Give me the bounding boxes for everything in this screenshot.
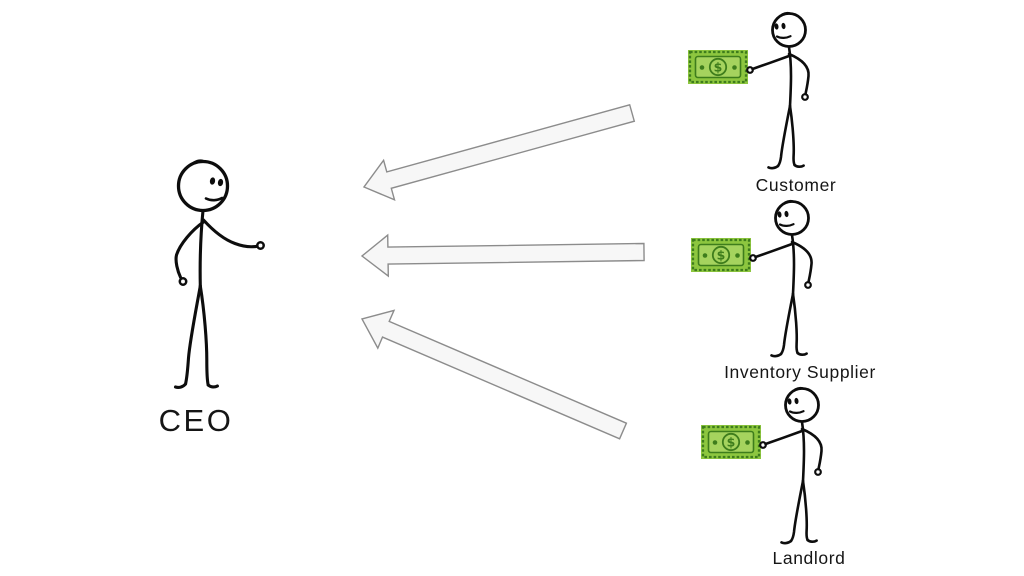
arm-extended xyxy=(201,218,259,249)
stick-figure-customer xyxy=(686,11,810,170)
leg xyxy=(198,284,210,387)
customer-label: Customer xyxy=(755,175,837,195)
foot xyxy=(173,382,188,389)
eye xyxy=(217,178,224,187)
leg xyxy=(183,284,202,386)
hand xyxy=(178,277,188,286)
ceo-label: CEO xyxy=(158,403,234,438)
landlord-label: Landlord xyxy=(772,548,846,568)
hand xyxy=(256,241,265,250)
foot xyxy=(206,383,219,389)
body xyxy=(198,208,205,288)
stick-figure-landlord xyxy=(699,386,823,545)
money-arrow-inventory_supplier xyxy=(360,233,645,278)
money-arrow-landlord xyxy=(360,309,628,440)
arm-bent xyxy=(174,220,206,280)
stick-figure-ceo xyxy=(173,159,265,389)
inventory-supplier-label: Inventory Supplier xyxy=(724,362,876,382)
stick-figure-inventory-supplier xyxy=(689,199,813,358)
money-flow-arrows xyxy=(360,103,645,440)
money-arrow-customer xyxy=(362,103,636,202)
eye xyxy=(209,177,216,185)
mouth xyxy=(204,196,224,202)
